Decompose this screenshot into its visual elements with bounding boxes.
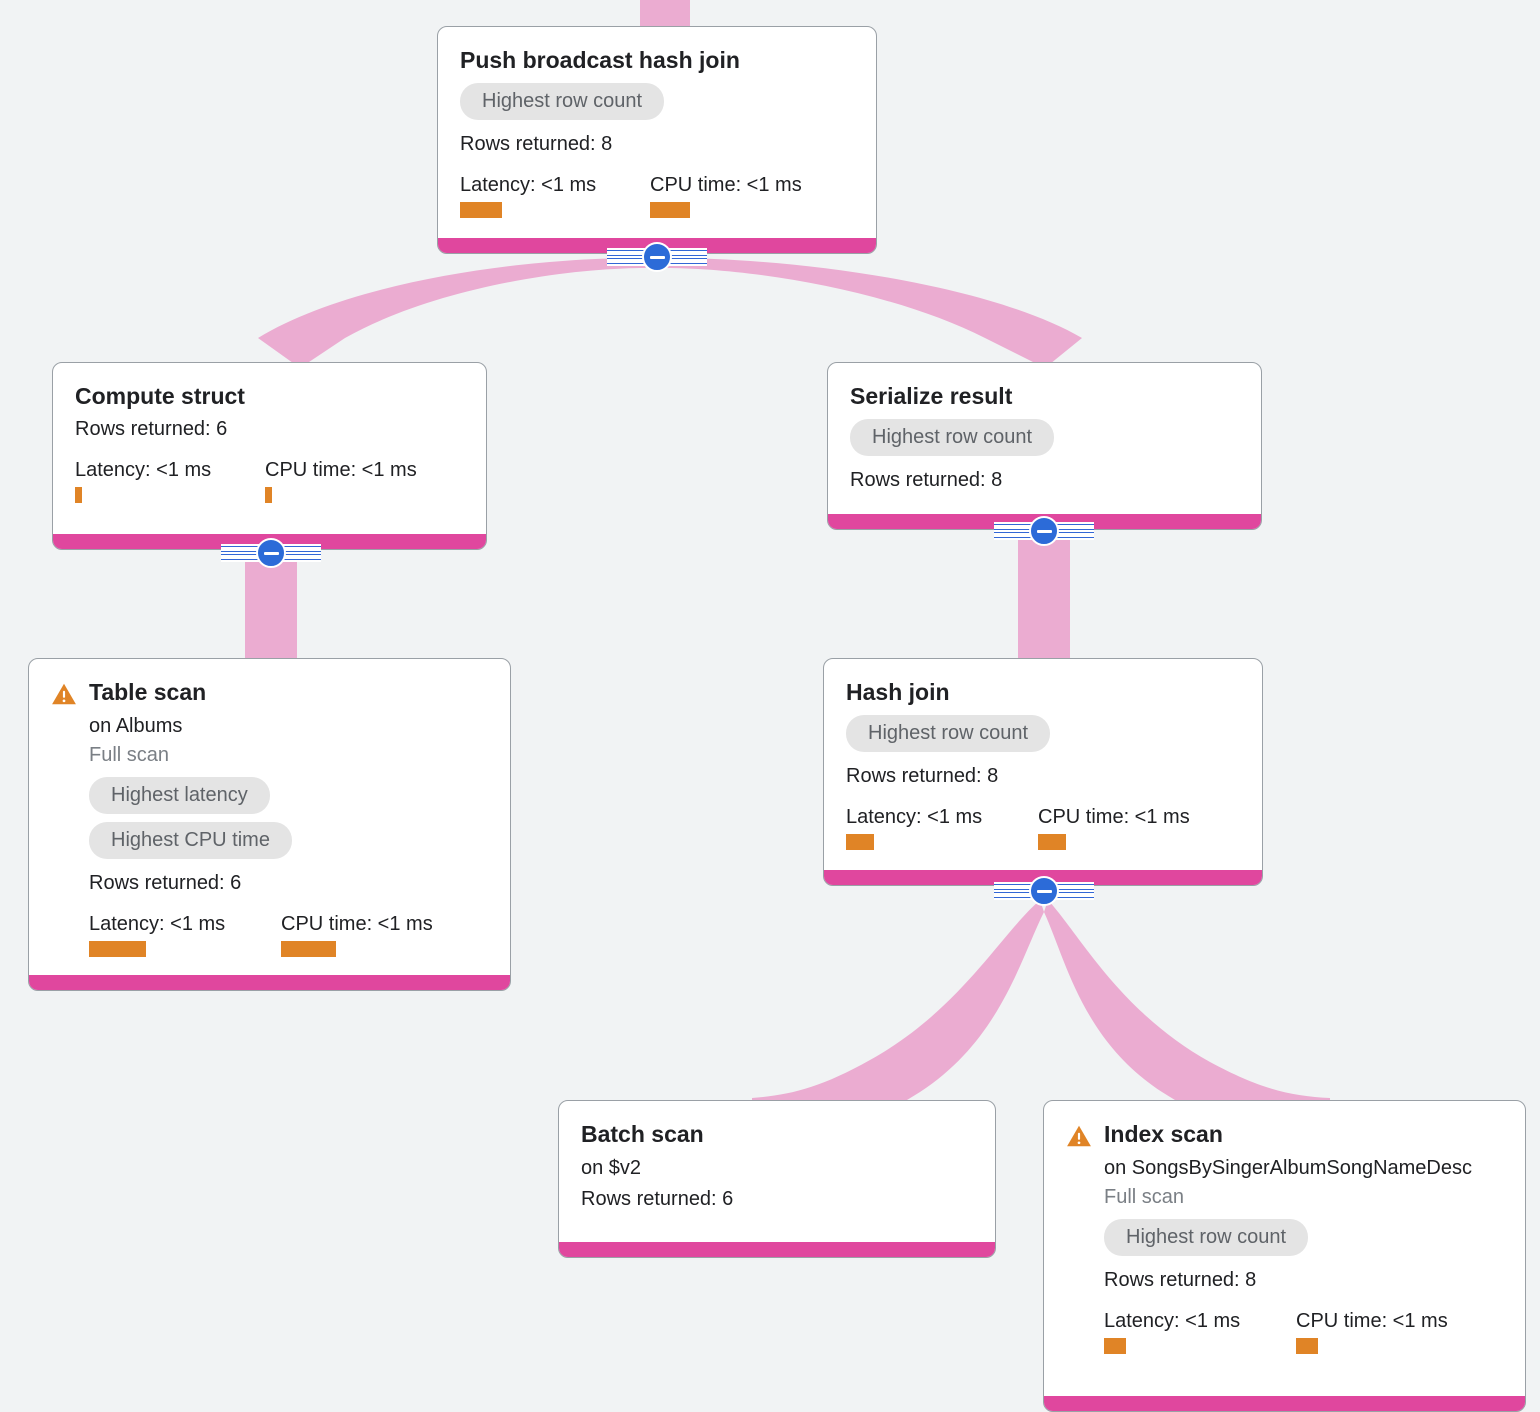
node-metrics: Latency: <1 ms CPU time: <1 ms — [846, 804, 1240, 850]
node-latency-bar — [89, 941, 146, 957]
node-chip-highest-row-count: Highest row count — [1104, 1219, 1309, 1256]
node-footer-bar — [559, 1242, 995, 1257]
node-head: Push broadcast hash join Highest row cou… — [460, 45, 854, 120]
node-title: Batch scan — [581, 1121, 704, 1147]
node-rows-returned: Rows returned: 6 — [581, 1188, 734, 1210]
node-metric-cpu: CPU time: <1 ms — [650, 172, 802, 218]
node-metric-latency: Latency: <1 ms — [75, 457, 265, 503]
node-title: Push broadcast hash join — [460, 47, 740, 73]
node-metric-cpu: CPU time: <1 ms — [1296, 1308, 1448, 1354]
node-cpu-bar — [1296, 1338, 1318, 1354]
node-chip-highest-row-count: Highest row count — [850, 419, 1055, 456]
node-latency-bar — [75, 487, 82, 503]
edge-compute-struct-to-table-scan — [245, 552, 297, 672]
collapse-minus-icon[interactable] — [642, 242, 672, 272]
plan-node-compute-struct[interactable]: Compute struct Rows returned: 6 Latency:… — [52, 362, 487, 550]
collapse-minus-icon[interactable] — [1029, 876, 1059, 906]
node-title: Compute struct — [75, 383, 245, 409]
collapse-minus-icon[interactable] — [1029, 516, 1059, 546]
node-chip-highest-cpu-time: Highest CPU time — [89, 822, 292, 859]
node-chip-highest-latency: Highest latency — [89, 777, 270, 814]
node-latency-label: Latency: <1 ms — [89, 913, 226, 935]
node-head: Index scan on SongsBySingerAlbumSongName… — [1066, 1119, 1503, 1354]
edge-serialize-result-to-hash-join — [1018, 532, 1070, 662]
node-cpu-bar — [650, 202, 690, 218]
node-metric-latency: Latency: <1 ms — [89, 911, 281, 957]
node-latency-bar — [460, 202, 502, 218]
node-metric-cpu: CPU time: <1 ms — [281, 911, 433, 957]
node-target-table: on $v2 — [581, 1157, 642, 1179]
node-rows-returned: Rows returned: 6 — [89, 872, 242, 894]
node-footer-bar — [29, 975, 510, 990]
node-latency-bar — [846, 834, 874, 850]
node-footer-bar — [1044, 1396, 1525, 1411]
node-metrics: Latency: <1 ms CPU time: <1 ms — [75, 457, 464, 503]
edge-root-to-serialize-result — [664, 258, 1082, 368]
node-metrics: Latency: <1 ms CPU time: <1 ms — [89, 911, 433, 957]
warning-triangle-icon — [1067, 1125, 1091, 1147]
node-cpu-label: CPU time: <1 ms — [265, 459, 417, 481]
node-metric-latency: Latency: <1 ms — [460, 172, 650, 218]
node-title: Serialize result — [850, 383, 1013, 409]
node-latency-label: Latency: <1 ms — [460, 174, 597, 196]
node-cpu-bar — [281, 941, 336, 957]
node-rows-returned: Rows returned: 8 — [850, 469, 1003, 491]
node-target-table: on Albums — [89, 715, 183, 737]
node-head-column: Push broadcast hash join Highest row cou… — [460, 45, 740, 120]
node-body: Serialize result Highest row count Rows … — [828, 363, 1261, 514]
node-body: Compute struct Rows returned: 6 Latency:… — [53, 363, 486, 534]
plan-node-push-broadcast-hash-join[interactable]: Push broadcast hash join Highest row cou… — [437, 26, 877, 254]
node-latency-label: Latency: <1 ms — [1104, 1310, 1241, 1332]
plan-node-batch-scan[interactable]: Batch scan on $v2 Rows returned: 6 — [558, 1100, 996, 1258]
warning-triangle-icon — [52, 683, 76, 705]
node-latency-label: Latency: <1 ms — [75, 459, 212, 481]
node-metrics: Latency: <1 ms CPU time: <1 ms — [1104, 1308, 1472, 1354]
node-chip-highest-row-count: Highest row count — [846, 715, 1051, 752]
node-metrics: Latency: <1 ms CPU time: <1 ms — [460, 172, 854, 218]
node-head: Table scan on Albums Full scan Highest l… — [51, 677, 488, 957]
node-body: Hash join Highest row count Rows returne… — [824, 659, 1262, 870]
node-body: Push broadcast hash join Highest row cou… — [438, 27, 876, 238]
node-cpu-bar — [265, 487, 272, 503]
node-head-column: Index scan on SongsBySingerAlbumSongName… — [1104, 1119, 1472, 1354]
collapse-toggle-push-broadcast-hash-join[interactable] — [607, 242, 707, 272]
collapse-toggle-serialize-result[interactable] — [994, 516, 1094, 546]
node-head-column: Table scan on Albums Full scan Highest l… — [89, 677, 433, 957]
node-metric-cpu: CPU time: <1 ms — [1038, 804, 1190, 850]
node-title: Hash join — [846, 679, 950, 705]
node-metric-latency: Latency: <1 ms — [846, 804, 1038, 850]
collapse-minus-icon[interactable] — [256, 538, 286, 568]
collapse-toggle-compute-struct[interactable] — [221, 538, 321, 568]
plan-node-table-scan[interactable]: Table scan on Albums Full scan Highest l… — [28, 658, 511, 991]
plan-node-index-scan[interactable]: Index scan on SongsBySingerAlbumSongName… — [1043, 1100, 1526, 1412]
node-rows-returned: Rows returned: 8 — [1104, 1269, 1257, 1291]
node-metric-cpu: CPU time: <1 ms — [265, 457, 417, 503]
collapse-toggle-hash-join[interactable] — [994, 876, 1094, 906]
node-latency-label: Latency: <1 ms — [846, 806, 983, 828]
node-scan-type: Full scan — [1104, 1186, 1185, 1208]
edge-root-to-compute-struct — [258, 258, 646, 368]
node-latency-bar — [1104, 1338, 1126, 1354]
plan-node-serialize-result[interactable]: Serialize result Highest row count Rows … — [827, 362, 1262, 530]
node-metric-latency: Latency: <1 ms — [1104, 1308, 1296, 1354]
node-body: Table scan on Albums Full scan Highest l… — [29, 659, 510, 975]
node-target-index: on SongsBySingerAlbumSongNameDesc — [1104, 1157, 1472, 1179]
node-rows-returned: Rows returned: 6 — [75, 418, 228, 440]
node-rows-returned: Rows returned: 8 — [846, 765, 999, 787]
node-title: Table scan — [89, 679, 207, 705]
node-chip-highest-row-count: Highest row count — [460, 83, 665, 120]
node-rows-returned: Rows returned: 8 — [460, 133, 613, 155]
node-cpu-label: CPU time: <1 ms — [1038, 806, 1190, 828]
plan-node-hash-join[interactable]: Hash join Highest row count Rows returne… — [823, 658, 1263, 886]
node-cpu-label: CPU time: <1 ms — [1296, 1310, 1448, 1332]
node-scan-type: Full scan — [89, 744, 170, 766]
node-body: Index scan on SongsBySingerAlbumSongName… — [1044, 1101, 1525, 1396]
node-cpu-bar — [1038, 834, 1066, 850]
node-cpu-label: CPU time: <1 ms — [650, 174, 802, 196]
node-title: Index scan — [1104, 1121, 1223, 1147]
node-body: Batch scan on $v2 Rows returned: 6 — [559, 1101, 995, 1242]
node-cpu-label: CPU time: <1 ms — [281, 913, 433, 935]
